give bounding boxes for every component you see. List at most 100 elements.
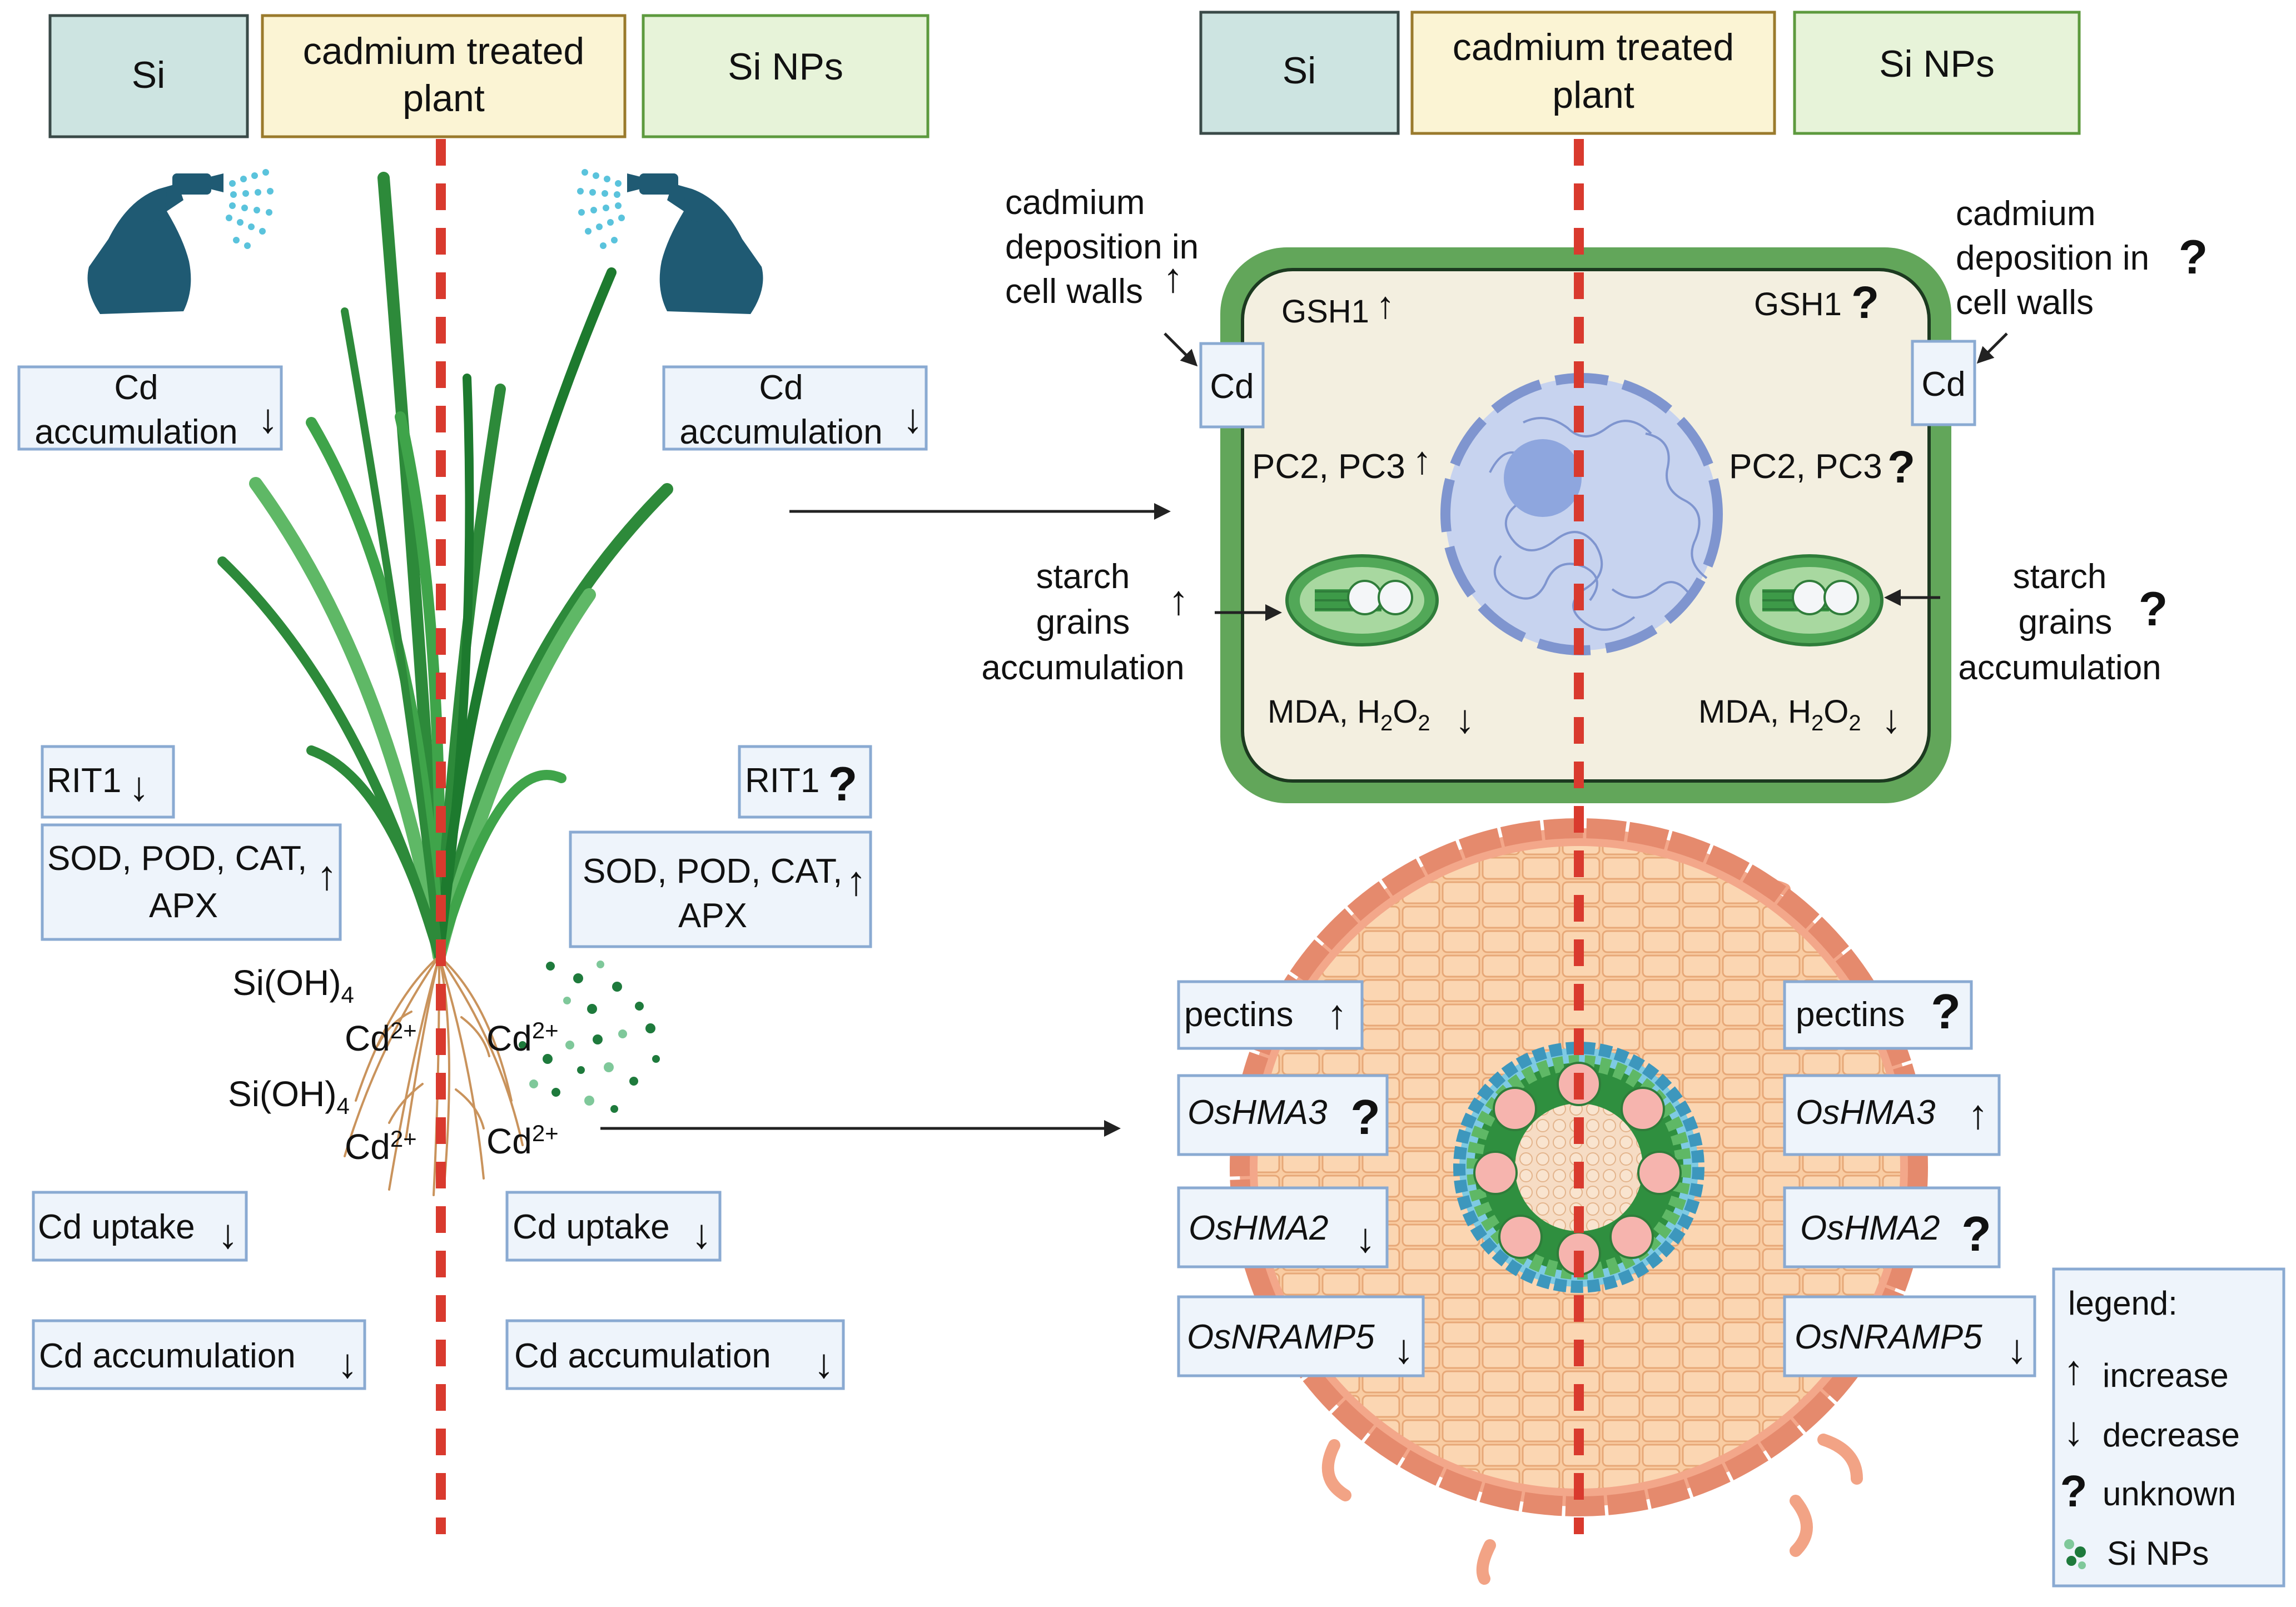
- unknown-icon: ?: [1931, 984, 1961, 1039]
- root-left-box-pectins: pectins ↑: [1177, 980, 1364, 1050]
- svg-text:pectins: pectins: [1184, 996, 1293, 1034]
- sprayer-right-icon: [577, 169, 763, 314]
- svg-text:cadmium treated: cadmium treated: [1453, 26, 1734, 68]
- header-cadmium-left-line1: cadmium treated: [303, 30, 584, 72]
- svg-text:OsHMA2: OsHMA2: [1800, 1209, 1940, 1247]
- gsh1-label-left: GSH1: [1281, 293, 1369, 330]
- root-left-box-oshma3: OsHMA3 ?: [1177, 1074, 1389, 1156]
- up-arrow-icon: ↑: [1413, 439, 1432, 482]
- svg-text:accumulation: accumulation: [679, 413, 882, 451]
- root-right-box-oshma3: OsHMA3 ↑: [1783, 1074, 2001, 1156]
- svg-text:accumulation: accumulation: [981, 649, 1184, 687]
- svg-text:grains: grains: [1036, 603, 1130, 641]
- cd2-label-4: Cd: [486, 1121, 532, 1161]
- legend-unknown: unknown: [2103, 1475, 2236, 1513]
- down-arrow-icon: ↓: [129, 763, 150, 809]
- cd2-label-3: Cd: [486, 1018, 532, 1058]
- plant-cell-illustration: [1220, 247, 1951, 803]
- header-cadmium-right: cadmium treated plant: [1410, 11, 1776, 135]
- up-arrow-icon: ↑: [1968, 1091, 1989, 1137]
- root-right-box-osnramp5: OsNRAMP5 ↓: [1783, 1295, 2036, 1377]
- legend-down-arrow-icon: ↓: [2064, 1408, 2084, 1454]
- svg-text:cadmium: cadmium: [1956, 195, 2096, 233]
- cd-box-right: Cd: [1911, 340, 1976, 426]
- svg-text:Si(OH)4: Si(OH)4: [232, 963, 354, 1008]
- legend-decrease: decrease: [2103, 1416, 2240, 1454]
- unknown-icon: ?: [828, 758, 858, 811]
- down-arrow-icon: ↓: [814, 1340, 834, 1386]
- unknown-icon: ?: [2139, 583, 2168, 636]
- chloroplast-right: [1736, 554, 1883, 646]
- svg-text:OsHMA2: OsHMA2: [1189, 1209, 1328, 1247]
- legend-si-nps-icon: [2064, 1539, 2086, 1569]
- si-box-cd-accumulation-bottom: Cd accumulation ↓: [32, 1319, 366, 1390]
- svg-text:Cd: Cd: [114, 369, 158, 407]
- up-arrow-icon: ↑: [1163, 255, 1184, 301]
- svg-text:RIT1: RIT1: [47, 762, 121, 800]
- sinp-box-rit1: RIT1 ?: [738, 745, 872, 819]
- cell-right-labels: cadmium deposition in cell walls ? Cd GS…: [1698, 195, 2208, 742]
- pc-label-right: PC2, PC3: [1729, 447, 1882, 486]
- svg-text:Cd uptake: Cd uptake: [513, 1208, 670, 1246]
- svg-text:deposition in: deposition in: [1005, 228, 1199, 266]
- unknown-icon: ?: [1350, 1089, 1380, 1145]
- svg-text:SOD, POD, CAT,: SOD, POD, CAT,: [583, 852, 842, 890]
- svg-text:starch: starch: [1036, 558, 1130, 596]
- svg-text:OsHMA3: OsHMA3: [1187, 1093, 1327, 1132]
- svg-text:deposition in: deposition in: [1956, 239, 2149, 277]
- mda-label-left: MDA, H2O2: [1268, 694, 1430, 735]
- up-arrow-icon: ↑: [1376, 284, 1395, 326]
- header-cadmium-left: cadmium treated plant: [261, 14, 627, 138]
- svg-text:SOD, POD, CAT,: SOD, POD, CAT,: [47, 839, 307, 878]
- up-arrow-icon: ↑: [317, 852, 337, 898]
- svg-text:plant: plant: [1552, 74, 1634, 116]
- svg-text:Cd2+: Cd2+: [486, 1120, 559, 1161]
- sinp-box-antioxidant-enzymes: SOD, POD, CAT, APX ↑: [569, 830, 872, 948]
- down-arrow-icon: ↓: [218, 1211, 238, 1257]
- svg-text:cadmium: cadmium: [1005, 183, 1145, 222]
- down-arrow-icon: ↓: [903, 395, 923, 441]
- svg-text:Cd: Cd: [759, 369, 803, 407]
- sinp-box-cd-uptake: Cd uptake ↓: [505, 1191, 722, 1262]
- svg-text:accumulation: accumulation: [34, 413, 237, 451]
- xylem-vessels: [1473, 1062, 1682, 1276]
- cell-left-labels: cadmium deposition in cell walls ↑ Cd GS…: [981, 183, 1475, 742]
- svg-text:Cd accumulation: Cd accumulation: [514, 1337, 771, 1375]
- sprayer-left-icon: [87, 169, 274, 314]
- left-panel-headers: Si cadmium treated plant Si NPs: [48, 14, 930, 138]
- svg-text:Cd2+: Cd2+: [345, 1126, 417, 1167]
- down-arrow-icon: ↓: [258, 395, 279, 441]
- svg-text:APX: APX: [678, 897, 747, 935]
- legend-si-nps: Si NPs: [2107, 1535, 2209, 1572]
- svg-text:OsNRAMP5: OsNRAMP5: [1795, 1318, 1982, 1356]
- si-box-cd-accumulation: Cd accumulation ↓: [17, 365, 283, 451]
- svg-text:Si(OH)4: Si(OH)4: [228, 1074, 350, 1119]
- svg-text:Cd uptake: Cd uptake: [38, 1208, 195, 1246]
- unknown-icon: ?: [1961, 1206, 1991, 1261]
- legend-unknown-icon: ?: [2060, 1466, 2088, 1516]
- header-sinp-left: Si NPs: [642, 14, 930, 138]
- down-arrow-icon: ↓: [1394, 1326, 1414, 1372]
- root-right-box-oshma2: OsHMA2 ?: [1783, 1186, 2001, 1268]
- header-si-left-text: Si: [132, 54, 165, 96]
- legend-up-arrow-icon: ↑: [2064, 1347, 2084, 1393]
- svg-text:OsNRAMP5: OsNRAMP5: [1187, 1318, 1375, 1356]
- mda-label-right: MDA, H2O2: [1698, 694, 1861, 735]
- svg-text:Cd: Cd: [1210, 367, 1254, 406]
- svg-text:Cd2+: Cd2+: [486, 1017, 559, 1058]
- cd-box-left: Cd: [1199, 342, 1265, 429]
- unknown-icon: ?: [2179, 231, 2208, 284]
- root-chemical-labels: Si(OH)4 Cd2+ Si(OH)4 Cd2+ Cd2+ Cd2+: [228, 963, 559, 1167]
- svg-text:Si NPs: Si NPs: [1879, 43, 1995, 85]
- legend: legend: ↑ increase ↓ decrease ? unknown …: [2052, 1267, 2285, 1588]
- up-arrow-icon: ↑: [1327, 991, 1348, 1037]
- down-arrow-icon: ↓: [337, 1340, 358, 1386]
- header-si-right: Si: [1199, 11, 1400, 135]
- sinp-box-cd-accumulation-bottom: Cd accumulation ↓: [505, 1319, 845, 1390]
- unknown-icon: ?: [1887, 442, 1915, 492]
- svg-text:RIT1: RIT1: [745, 762, 819, 800]
- svg-text:Si: Si: [1283, 49, 1316, 92]
- root-left-box-osnramp5: OsNRAMP5 ↓: [1177, 1295, 1425, 1377]
- si-nps-particles: [519, 961, 660, 1113]
